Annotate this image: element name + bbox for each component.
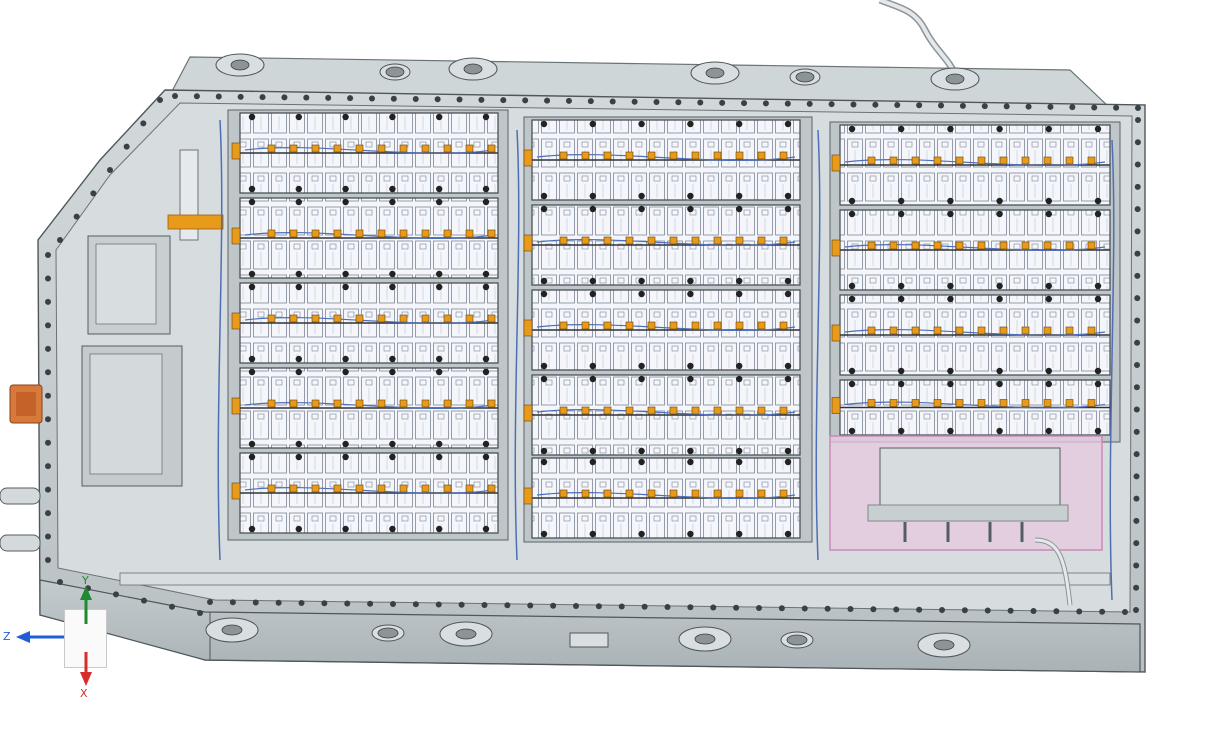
z-axis-arrow-icon xyxy=(16,631,64,643)
perimeter-bolts xyxy=(45,93,1141,616)
cell-module xyxy=(523,374,801,456)
cell-module xyxy=(231,112,499,194)
lower-manifold xyxy=(119,572,1111,586)
cell-module xyxy=(523,204,801,286)
highlighted-junction-box xyxy=(829,435,1103,551)
cell-module xyxy=(231,197,499,279)
x-axis-arrow-icon xyxy=(80,652,92,686)
front-lip xyxy=(39,579,1141,673)
cell-module xyxy=(231,282,499,364)
z-axis-label: Z xyxy=(3,630,11,643)
cell-module xyxy=(231,452,499,534)
cell-module xyxy=(831,124,1111,206)
cell-module xyxy=(831,209,1111,291)
y-axis-label: Y xyxy=(82,574,89,587)
cell-module xyxy=(231,367,499,449)
y-axis-arrow-icon xyxy=(80,586,92,624)
cell-module xyxy=(831,379,1111,436)
cell-module xyxy=(523,119,801,201)
cell-module-grid xyxy=(217,109,1121,601)
cell-module xyxy=(523,457,801,539)
cell-module xyxy=(523,289,801,371)
orientation-triad[interactable] xyxy=(0,570,120,700)
x-axis-label: X xyxy=(80,687,88,700)
mounting-holes xyxy=(205,53,980,658)
busbar-orange xyxy=(167,214,224,230)
coolant-ports xyxy=(0,487,41,552)
cell-module xyxy=(831,294,1111,376)
coolant-hose xyxy=(878,0,959,77)
